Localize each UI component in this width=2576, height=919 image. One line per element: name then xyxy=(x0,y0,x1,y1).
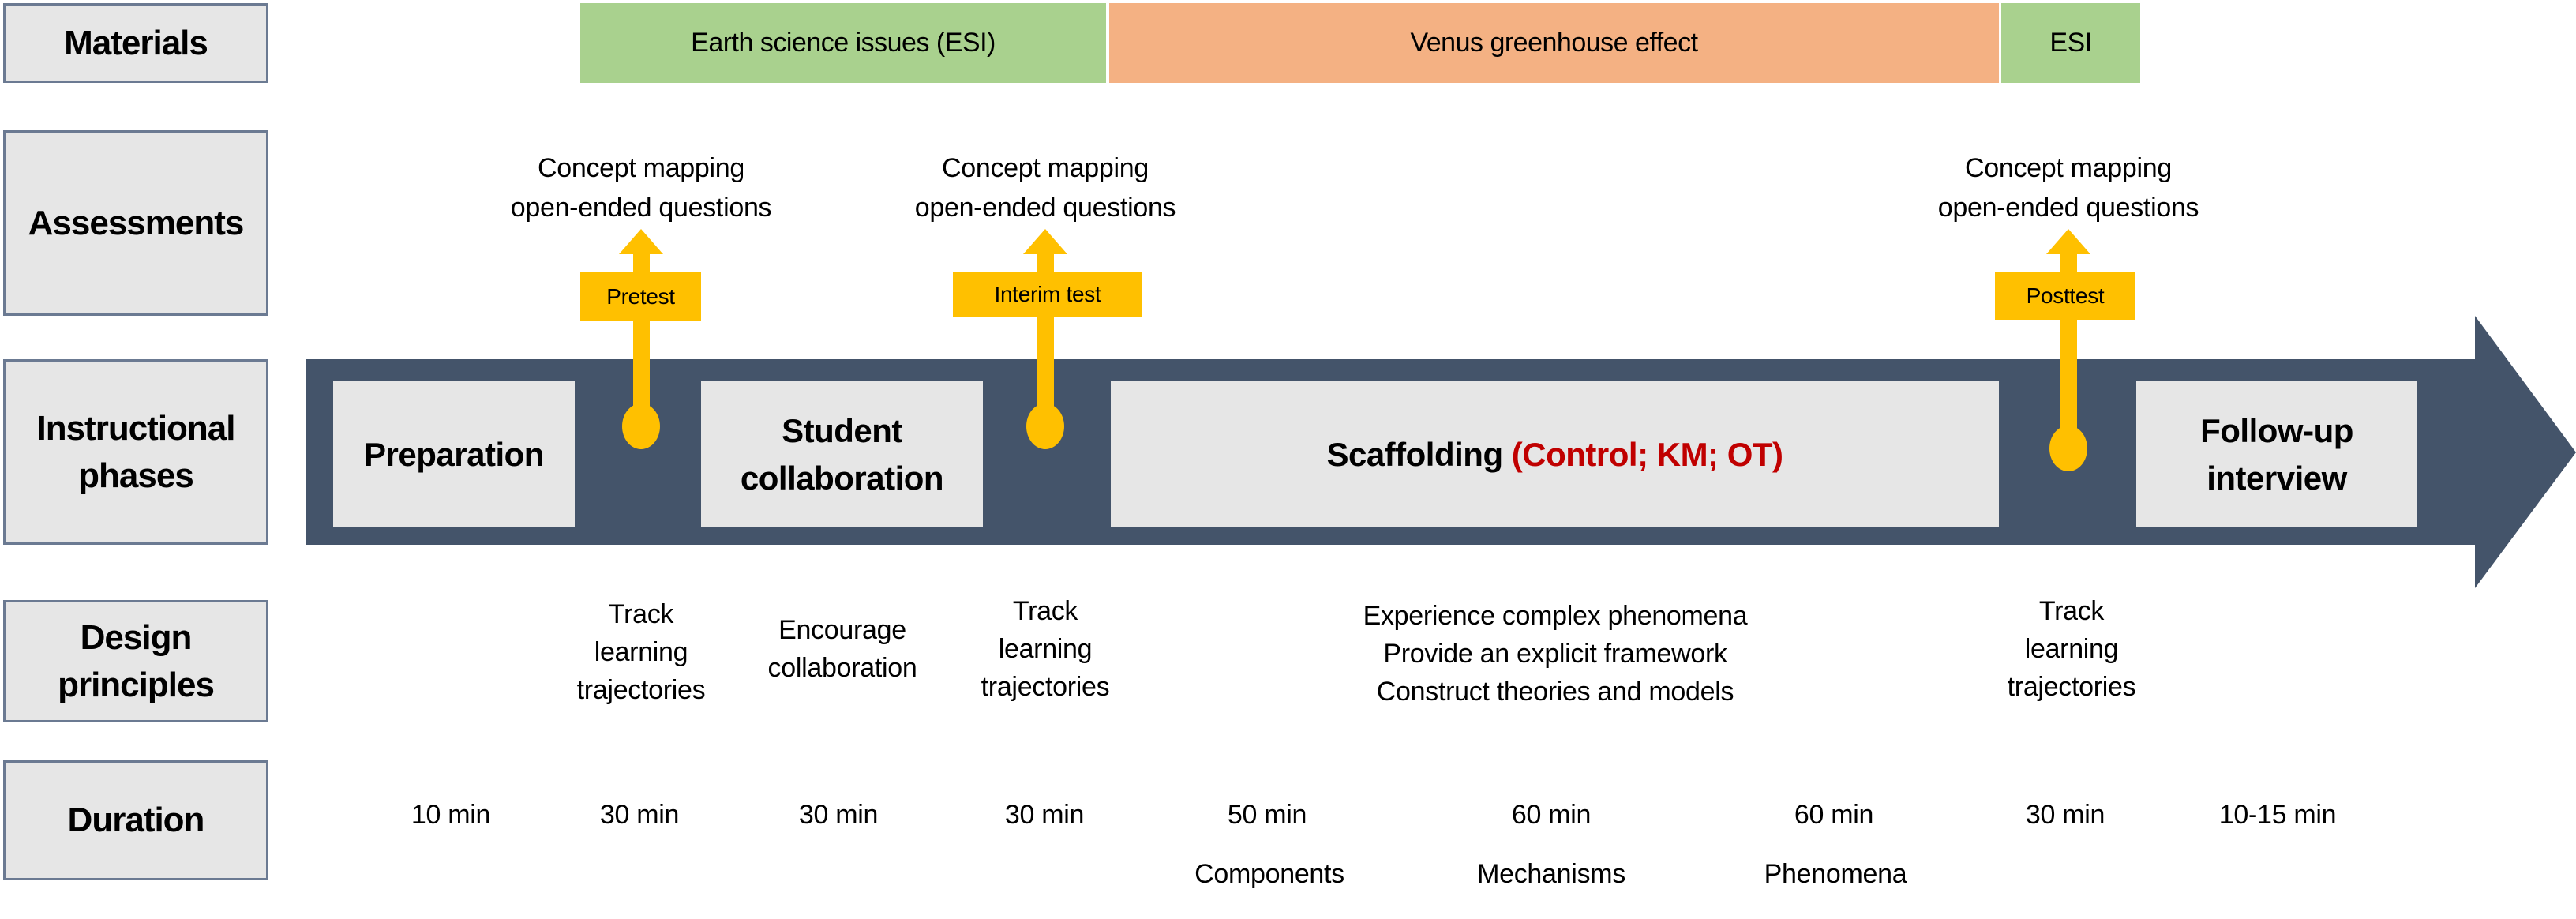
interim-pin xyxy=(1023,229,1067,449)
duration-posttest: 30 min xyxy=(2025,800,2105,830)
pin-shaft xyxy=(1037,251,1054,275)
pin-head xyxy=(2049,426,2087,471)
interim-assessment: Concept mapping open-ended questions xyxy=(864,148,1227,227)
row-label-line: Design xyxy=(80,617,193,657)
phase-preparation: Preparation xyxy=(333,381,575,527)
duration-mechanisms: 60 min xyxy=(1511,800,1592,830)
material-esi: Earth science issues (ESI) xyxy=(580,3,1106,83)
assessment-line: Concept mapping xyxy=(537,153,744,183)
dp-line: Experience complex phenomena xyxy=(1363,601,1748,631)
phase-label-line: collaboration xyxy=(740,459,944,497)
material-label: ESI xyxy=(2049,28,2092,58)
duration-interim: 30 min xyxy=(1004,800,1085,830)
pin-shaft xyxy=(633,251,650,275)
row-label-line: principles xyxy=(58,665,215,704)
posttest-label: Posttest xyxy=(1995,272,2135,320)
assessment-line: Concept mapping xyxy=(1964,153,2172,183)
dp-line: trajectories xyxy=(981,672,1110,702)
pretest-pin xyxy=(619,229,663,449)
duration-follow-up: 10-15 min xyxy=(2218,800,2337,830)
assessment-line: open-ended questions xyxy=(1937,193,2199,223)
row-label-duration: Duration xyxy=(3,760,268,880)
duration-phenomena: 60 min xyxy=(1794,800,1874,830)
phase-label-line: Follow-up xyxy=(2200,411,2353,449)
pin-shaft xyxy=(2060,251,2077,275)
arrow-up-icon xyxy=(1023,229,1067,254)
row-label-text: Duration xyxy=(67,801,205,839)
dp-line: Track xyxy=(1012,596,1078,626)
dp-line: Encourage xyxy=(778,615,906,645)
dp-line: Provide an explicit framework xyxy=(1383,639,1727,669)
scaffolding-conditions: (Control; KM; OT) xyxy=(1511,435,1783,473)
phase-label-line: interview xyxy=(2207,459,2347,497)
phase-label-line: Student xyxy=(782,411,902,449)
phase-label: Scaffolding xyxy=(1326,435,1503,473)
row-label-assessments: Assessments xyxy=(3,130,268,316)
assessment-line: Concept mapping xyxy=(941,153,1149,183)
dp-line: collaboration xyxy=(767,653,917,683)
interim-test-label: Interim test xyxy=(953,272,1142,317)
design-principle-collaboration: Encourage collaboration xyxy=(724,611,961,687)
row-label-text: Assessments xyxy=(28,203,245,242)
dp-line: learning xyxy=(2024,634,2119,664)
duration-components: 50 min xyxy=(1227,800,1307,830)
design-principle-interim: Track learning trajectories xyxy=(927,592,1164,706)
material-venus-greenhouse: Venus greenhouse effect xyxy=(1109,3,1999,83)
pretest-label: Pretest xyxy=(580,272,701,321)
row-label-line: phases xyxy=(78,456,194,495)
test-label-text: Pretest xyxy=(606,284,675,309)
scaffolding-part-components: Components xyxy=(1194,859,1344,889)
dp-line: learning xyxy=(594,637,688,667)
assessment-line: open-ended questions xyxy=(510,193,772,223)
duration-pretest: 30 min xyxy=(599,800,680,830)
row-label-line: Instructional xyxy=(36,408,235,448)
duration-collaboration: 30 min xyxy=(798,800,879,830)
row-label-instructional-phases: Instructional phases xyxy=(3,359,268,545)
pin-head xyxy=(1026,403,1064,449)
design-principle-pretest: Track learning trajectories xyxy=(523,595,759,709)
row-label-materials: Materials xyxy=(3,3,268,83)
phase-student-collaboration: Student collaboration xyxy=(701,381,983,527)
dp-line: Construct theories and models xyxy=(1376,677,1734,707)
row-label-text: Materials xyxy=(64,23,208,62)
scaffolding-part-phenomena: Phenomena xyxy=(1764,859,1907,889)
duration-preparation: 10 min xyxy=(411,800,491,830)
material-label: Earth science issues (ESI) xyxy=(691,28,996,58)
row-label-design-principles: Design principles xyxy=(3,600,268,722)
test-label-text: Interim test xyxy=(994,282,1101,306)
scaffolding-part-mechanisms: Mechanisms xyxy=(1477,859,1625,889)
test-label-text: Posttest xyxy=(2026,283,2105,308)
arrow-up-icon xyxy=(619,229,663,254)
posttest-assessment: Concept mapping open-ended questions xyxy=(1887,148,2250,227)
design-principle-scaffolding: Experience complex phenomena Provide an … xyxy=(1279,597,1832,711)
pin-head xyxy=(622,403,660,449)
material-esi-final: ESI xyxy=(2001,3,2140,83)
phase-label: Preparation xyxy=(364,435,544,473)
phase-scaffolding: Scaffolding (Control; KM; OT) xyxy=(1111,381,1999,527)
pretest-assessment: Concept mapping open-ended questions xyxy=(459,148,823,227)
dp-line: Track xyxy=(2038,596,2105,626)
phase-follow-up-interview: Follow-up interview xyxy=(2136,381,2417,527)
assessment-line: open-ended questions xyxy=(914,193,1176,223)
arrow-up-icon xyxy=(2046,229,2090,254)
dp-line: learning xyxy=(998,634,1093,664)
dp-line: Track xyxy=(608,599,674,629)
dp-line: trajectories xyxy=(576,675,706,705)
material-label: Venus greenhouse effect xyxy=(1410,28,1698,58)
design-principle-posttest: Track learning trajectories xyxy=(1953,592,2190,706)
dp-line: trajectories xyxy=(2007,672,2136,702)
